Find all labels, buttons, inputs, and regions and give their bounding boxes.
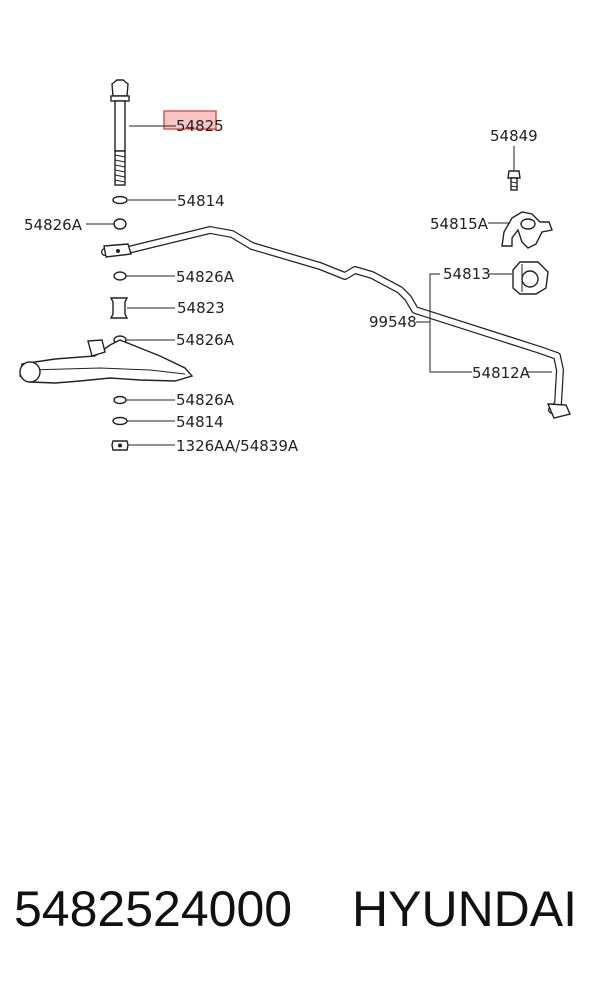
label-bar: 54812A	[472, 364, 531, 382]
label-bushing-left-upper: 54826A	[24, 216, 83, 234]
highlight-box	[163, 110, 217, 130]
label-clamp-bolt: 54849	[490, 127, 538, 145]
label-bolt: 54825	[176, 117, 224, 135]
bolt-part	[110, 79, 130, 186]
callout-labels: 54825 54814 54826A 54826A 54823 54826A 5…	[24, 117, 538, 455]
stabilizer-bar	[101, 226, 571, 419]
label-nut: 1326AA/54839A	[176, 437, 299, 455]
leader-lines	[86, 125, 552, 446]
label-bar-assy: 99548	[369, 313, 417, 331]
bar-bushing-part	[512, 261, 549, 295]
lower-arm	[19, 339, 194, 384]
label-spacer: 54823	[177, 299, 225, 317]
footer-part-number: 5482524000	[14, 881, 292, 937]
label-bushing-mid-1: 54826A	[176, 268, 235, 286]
stack-parts	[109, 195, 129, 451]
footer: 5482524000 HYUNDAI	[14, 881, 577, 937]
bracket-part	[501, 211, 553, 249]
label-bushing-mid-2: 54826A	[176, 331, 235, 349]
label-bushing-lower: 54826A	[176, 391, 235, 409]
label-bar-bushing: 54813	[443, 265, 491, 283]
clamp-bolt-part	[507, 170, 521, 191]
label-washer-top: 54814	[177, 192, 225, 210]
footer-brand: HYUNDAI	[352, 881, 577, 937]
label-bracket: 54815A	[430, 215, 489, 233]
label-washer-bottom: 54814	[176, 413, 224, 431]
